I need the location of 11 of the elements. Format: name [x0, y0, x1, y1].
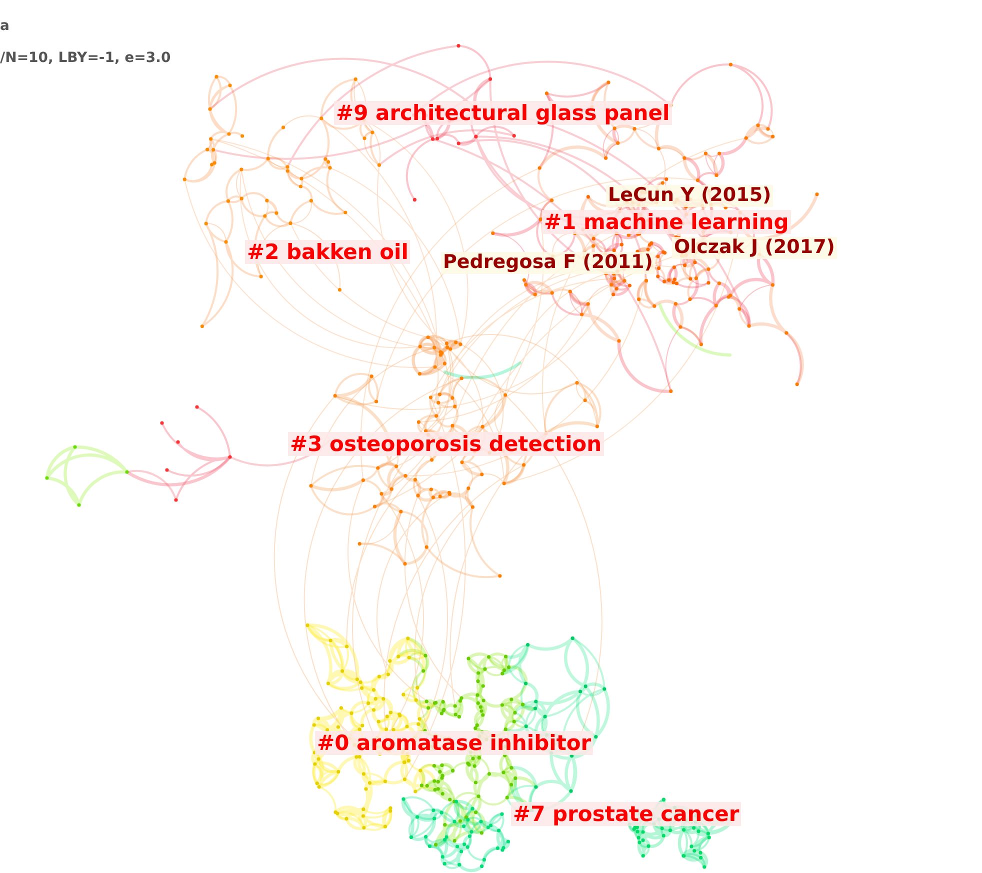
cluster-label: #3 osteoporosis detection	[288, 432, 604, 456]
cluster-label: #0 aromatase inhibitor	[315, 731, 594, 756]
cluster-label: #9 architectural glass panel	[334, 101, 672, 126]
reference-label: Pedregosa F (2011)	[441, 252, 655, 274]
reference-label: LeCun Y (2015)	[606, 185, 774, 207]
cluster-label: #1 machine learning	[542, 210, 791, 234]
reference-label: Olczak J (2017)	[672, 237, 837, 259]
cluster-label: #7 prostate cancer	[511, 802, 742, 826]
cluster-label: #2 bakken oil	[245, 240, 410, 264]
parameter-text: a	[0, 18, 10, 34]
parameter-text: /N=10, LBY=-1, e=3.0	[0, 50, 171, 66]
